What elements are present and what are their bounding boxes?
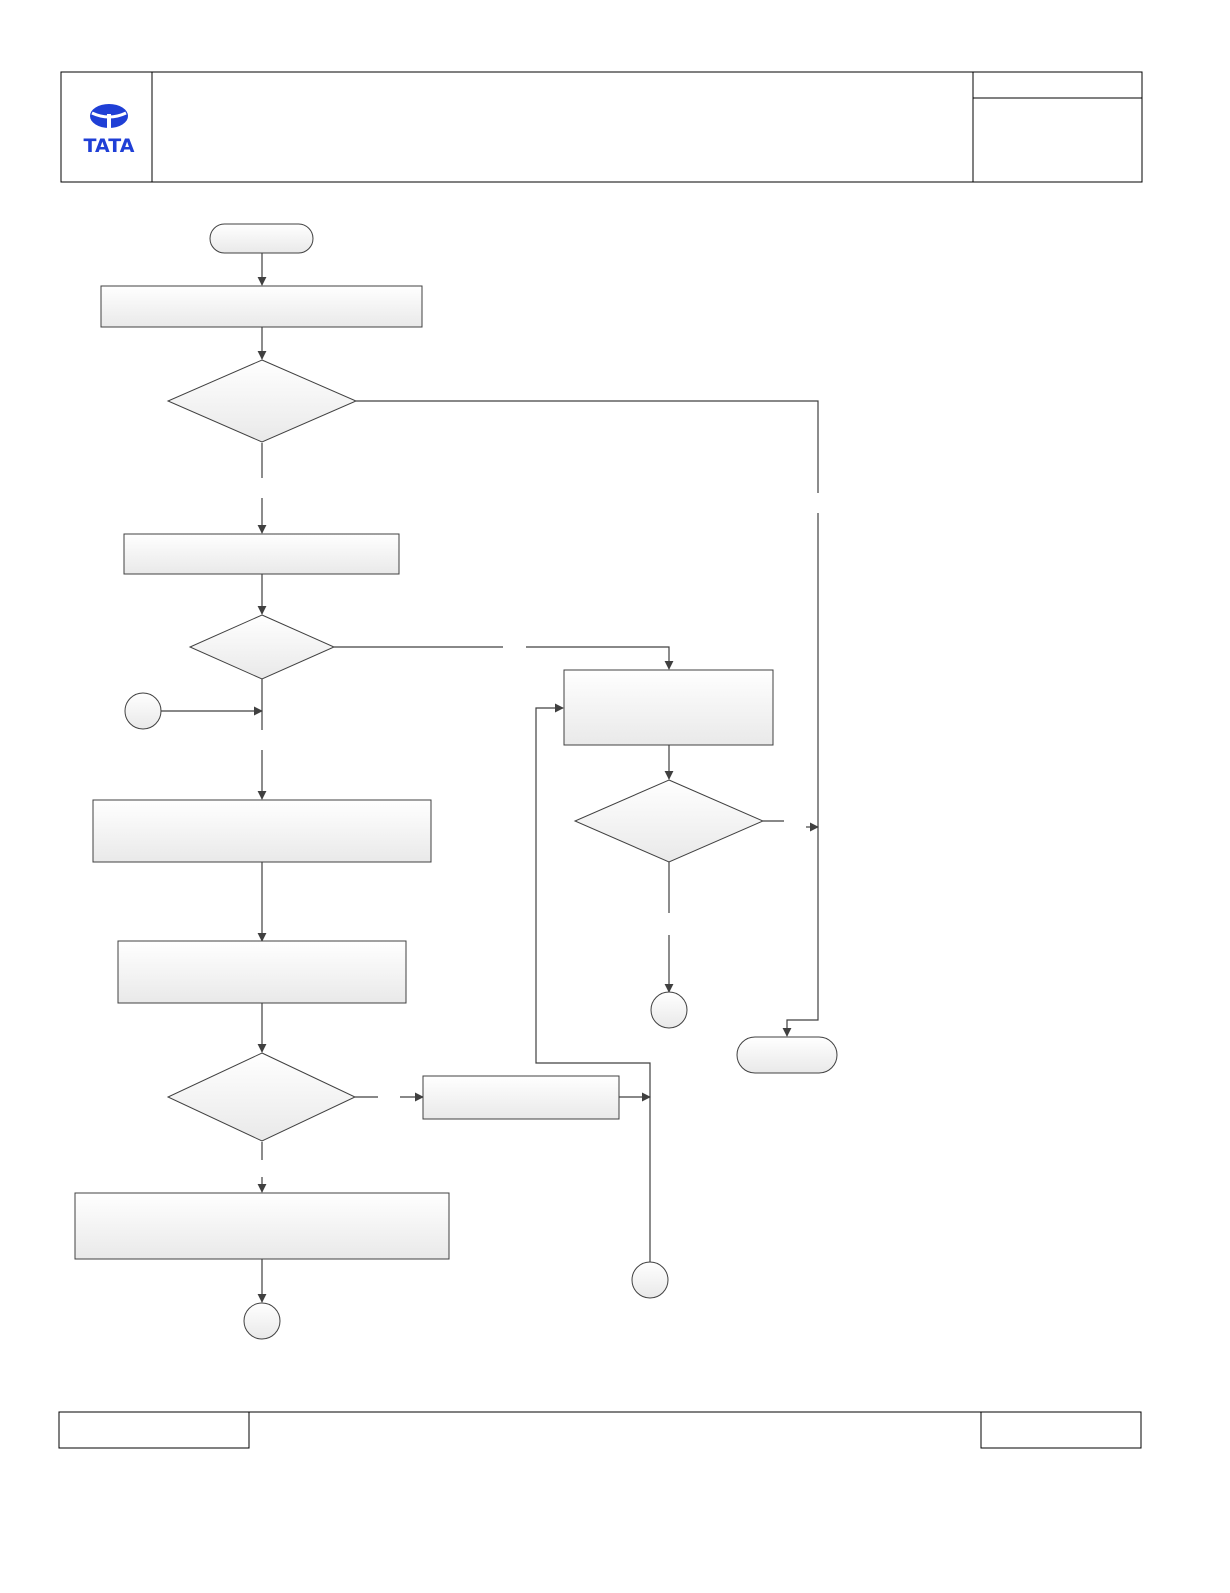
step4-box <box>117 940 407 1004</box>
decision2-diamond <box>188 614 336 680</box>
tata-logo-icon <box>90 104 128 128</box>
step5-box <box>74 1192 450 1260</box>
decision1-diamond <box>166 359 358 443</box>
edge-decision1-right-b <box>782 513 819 1037</box>
step2-box <box>123 533 400 575</box>
edge-decision2-right-b <box>526 646 674 670</box>
step-right-box <box>563 669 774 746</box>
decision3-diamond <box>166 1052 357 1142</box>
footer <box>58 1411 1142 1449</box>
edge-decision1-right-a <box>356 400 819 493</box>
decision-right-diamond <box>573 779 765 863</box>
step1-box <box>100 285 423 328</box>
flow-nodes <box>74 223 838 1340</box>
step-side-box <box>422 1075 620 1120</box>
step3-box <box>92 799 432 863</box>
start-terminator <box>209 223 314 254</box>
connector-right <box>650 991 688 1029</box>
header: TATA <box>60 71 1143 183</box>
connector-bottom <box>243 1302 281 1340</box>
end-terminator <box>736 1036 838 1074</box>
logo-text: TATA <box>84 135 135 157</box>
flow-edges <box>161 253 819 1303</box>
connector-left <box>124 692 162 730</box>
edge-loop-back <box>535 703 651 1262</box>
connector-lower-right <box>631 1261 669 1299</box>
